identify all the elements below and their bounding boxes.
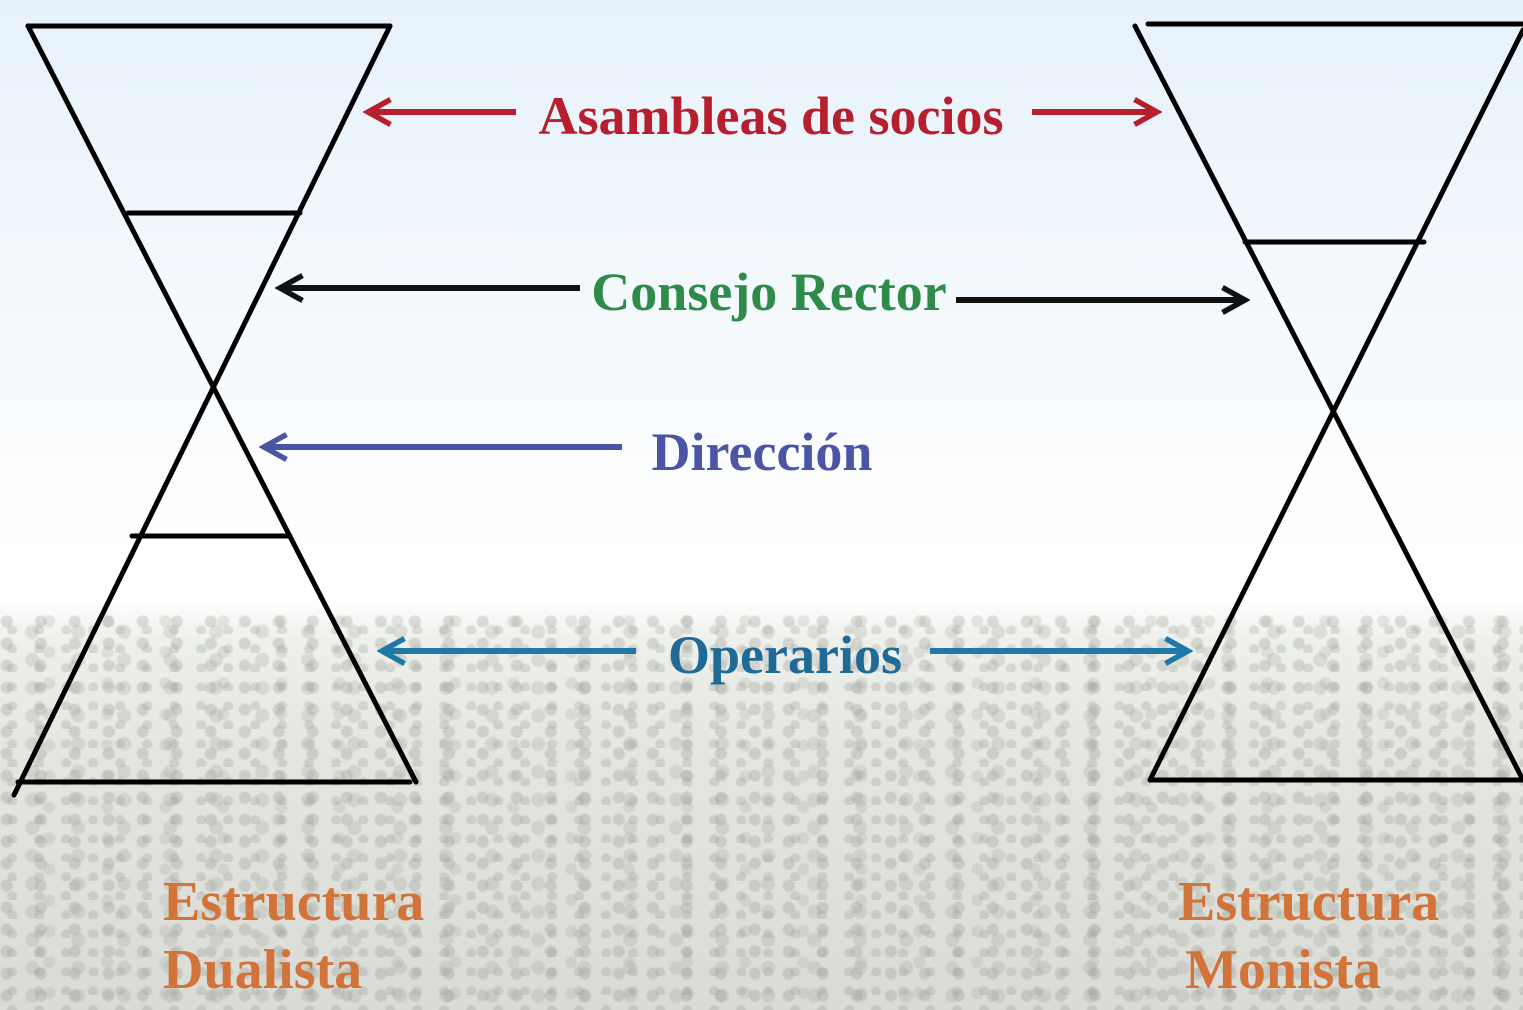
dualista-diagonal-1 [25, 23, 419, 785]
dualista-caption-line-2: Dualista [163, 939, 362, 1001]
dualista-diagonal-2 [11, 23, 393, 798]
monista-caption-line-1: Estructura [1178, 871, 1439, 933]
monista-caption-line-2: Monista [1185, 939, 1381, 1001]
dualista-hourglass [11, 23, 419, 798]
monista-caption: Estructura Monista [1178, 871, 1439, 1001]
dualista-caption: Estructura Dualista [163, 871, 424, 1001]
olive-grove-background [0, 615, 1523, 1010]
monista-diagonal-1 [1132, 23, 1523, 783]
asambleas-label: Asambleas de socios [538, 86, 1003, 146]
operarios-label: Operarios [668, 625, 902, 685]
direccion-label: Dirección [652, 422, 873, 482]
monista-hourglass [1132, 21, 1523, 783]
monista-diagonal-2 [1147, 27, 1523, 783]
consejo-arrows [280, 288, 1245, 300]
dualista-caption-line-1: Estructura [163, 871, 424, 933]
consejo-label: Consejo Rector [591, 262, 946, 322]
